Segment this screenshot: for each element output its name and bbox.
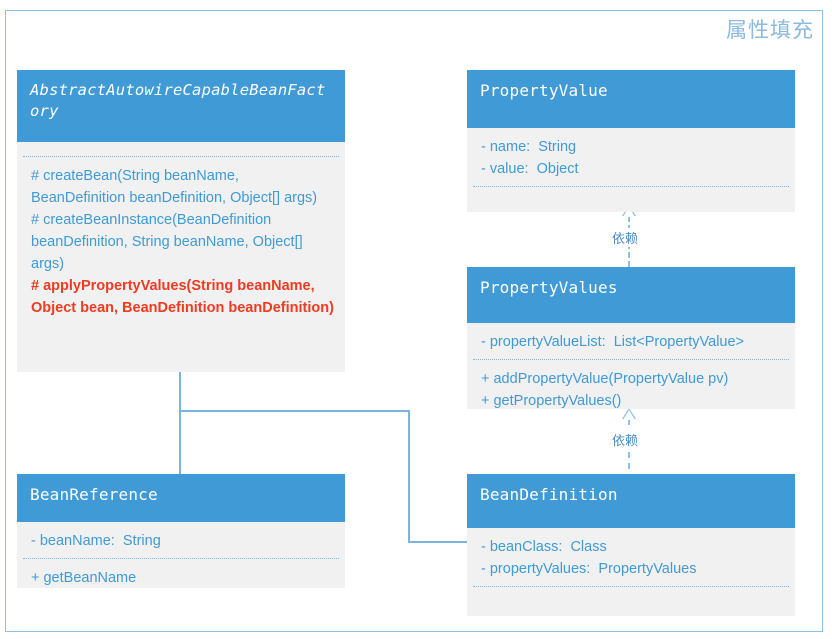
dependency-label-propertyvalues: 依赖 [610,430,641,449]
class-method: + getBeanName [31,570,137,587]
class-divider-propertyvalue [473,186,789,188]
connector-factory-to-beandefinition-horizontal-top [179,410,410,412]
class-methods-beanreference: + getBeanName [17,559,345,595]
class-divider-propertyvalues [473,359,789,361]
connector-factory-to-beanreference-vertical [179,372,181,474]
class-header-propertyvalues: PropertyValues [467,267,795,323]
class-attribute: - propertyValueList: List<PropertyValue> [481,334,745,350]
class-box-beanreference[interactable]: BeanReference - beanName: String + getBe… [17,474,345,588]
class-attributes-propertyvalue: - name: String - value: Object [467,128,795,186]
class-box-abstractautowirecapablebeanfactory[interactable]: AbstractAutowireCapableBeanFactory # cre… [17,70,345,372]
class-attribute: - beanClass: Class [481,539,607,555]
class-divider-beanreference [23,558,339,560]
class-attribute: - value: Object [481,161,579,178]
diagram-title: 属性填充 [726,18,814,42]
class-method: # createBean(String beanName, BeanDefini… [31,168,318,207]
class-box-beandefinition[interactable]: BeanDefinition - beanClass: Class - prop… [467,474,795,616]
class-header-beanreference: BeanReference [17,474,345,522]
class-attributes-propertyvalues: - propertyValueList: List<PropertyValue> [467,323,795,359]
class-attributes-abstractautowirecapablebeanfactory [17,142,345,156]
class-attribute: - beanName: String [31,533,161,549]
class-header-propertyvalue: PropertyValue [467,70,795,128]
class-method: + getPropertyValues() [481,393,622,410]
connector-factory-to-beandefinition-vertical [408,410,410,542]
class-attribute: - name: String [481,139,577,155]
class-method: # createBeanInstance(BeanDefinition bean… [31,212,307,273]
diagram-frame [5,10,823,632]
connector-factory-to-beandefinition-horizontal-bottom [408,541,468,543]
class-header-abstractautowirecapablebeanfactory: AbstractAutowireCapableBeanFactory [17,70,345,142]
class-methods-beandefinition [467,587,795,615]
class-divider-beandefinition [473,586,789,588]
class-attribute: - propertyValues: PropertyValues [481,561,697,578]
class-box-propertyvalues[interactable]: PropertyValues - propertyValueList: List… [467,267,795,409]
class-methods-propertyvalues: + addPropertyValue(PropertyValue pv) + g… [467,360,795,418]
class-box-propertyvalue[interactable]: PropertyValue - name: String - value: Ob… [467,70,795,212]
class-methods-propertyvalue [467,187,795,215]
dependency-arrowhead-propertyvalue-inner [623,207,635,217]
class-method-highlighted: # applyPropertyValues(String beanName, O… [31,278,334,317]
class-header-beandefinition: BeanDefinition [467,474,795,528]
class-methods-abstractautowirecapablebeanfactory: # createBean(String beanName, BeanDefini… [17,157,345,325]
dependency-label-propertyvalue: 依赖 [610,228,641,247]
class-attributes-beandefinition: - beanClass: Class - propertyValues: Pro… [467,528,795,586]
dependency-arrowhead-propertyvalues-inner [623,410,635,420]
class-divider-abstractautowirecapablebeanfactory [23,156,339,157]
class-attributes-beanreference: - beanName: String [17,522,345,558]
class-method: + addPropertyValue(PropertyValue pv) [481,371,729,388]
